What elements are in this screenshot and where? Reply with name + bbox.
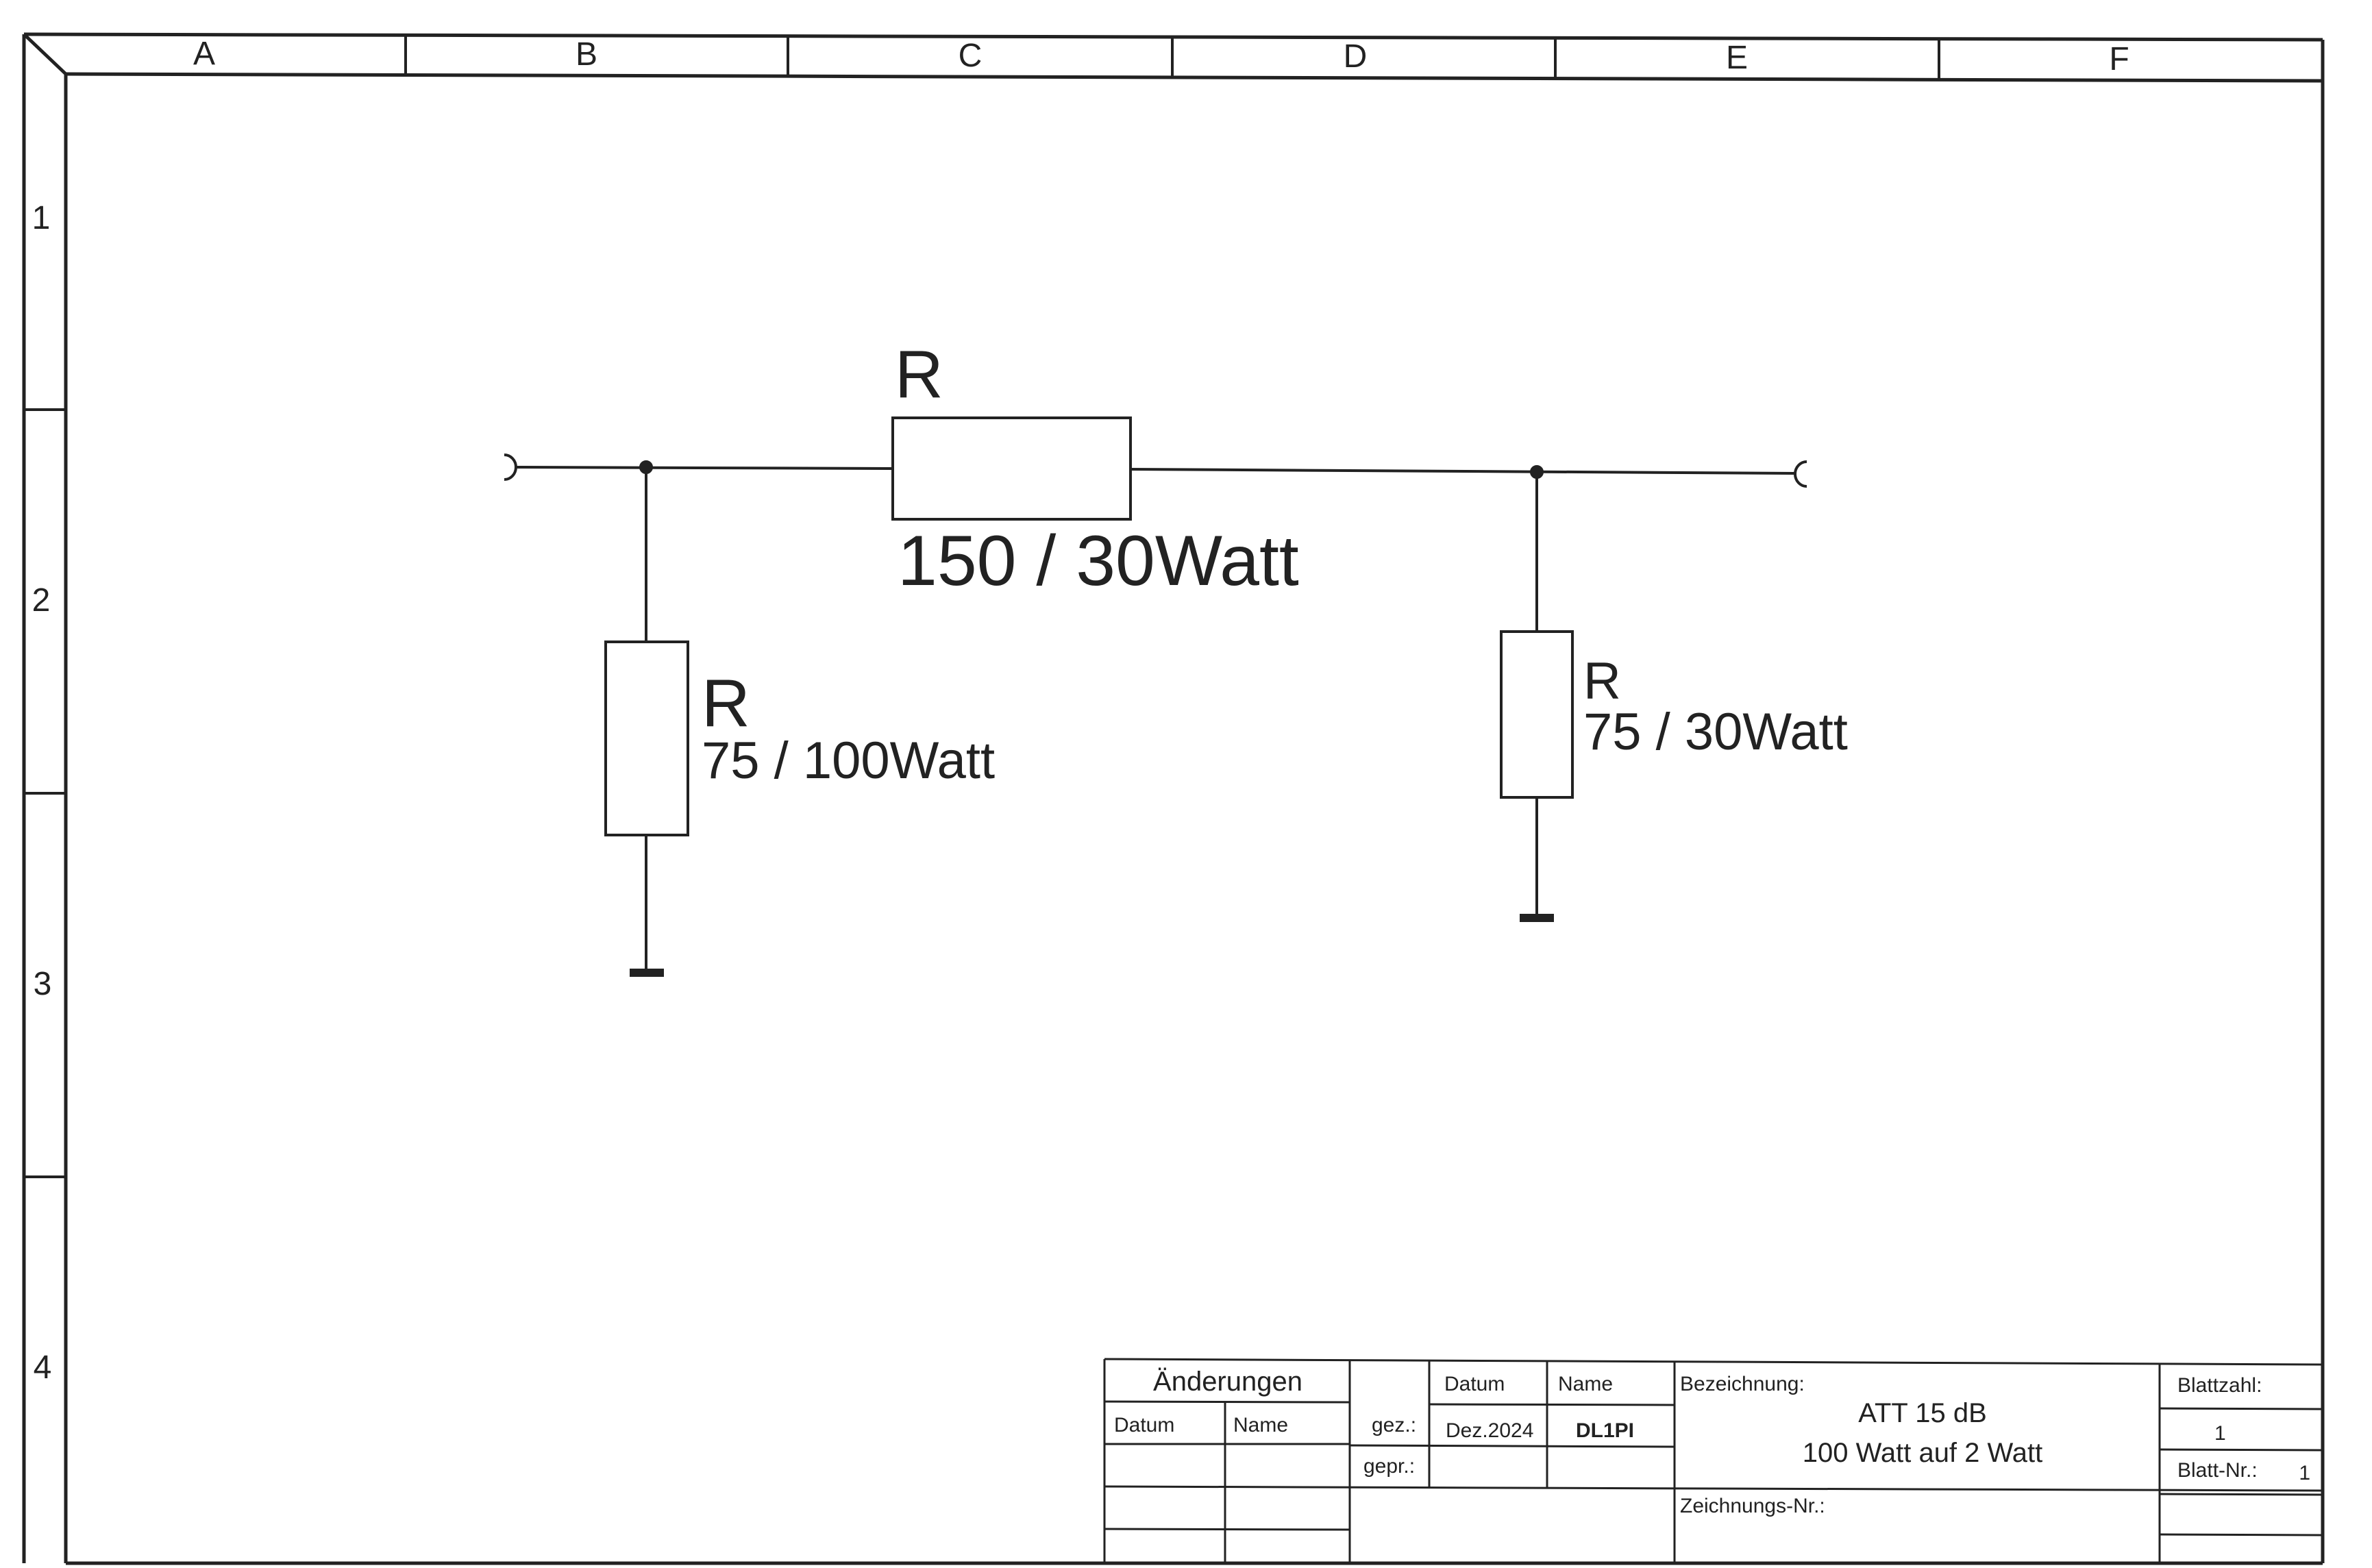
output-terminal <box>1794 460 1807 488</box>
tb-designation-line2: 100 Watt auf 2 Watt <box>1803 1438 2043 1468</box>
row-label-1: 1 <box>32 200 51 236</box>
left-shunt-name: R <box>702 665 750 741</box>
column-label-d: D <box>1344 38 1368 75</box>
right-shunt-resistor-body <box>1500 630 1574 799</box>
input-terminal <box>504 453 517 481</box>
tb-sheet-count-value: 1 <box>2214 1422 2226 1445</box>
tb-drawn-name: DL1PI <box>1576 1419 1634 1442</box>
drawing-frame <box>22 32 2325 1565</box>
tb-sheet-row3 <box>2159 1493 2323 1496</box>
row-label-3: 3 <box>34 966 52 1002</box>
tb-drawing-no-label: Zeichnungs-Nr.: <box>1680 1495 1825 1517</box>
tb-gez-gepr-divider <box>1349 1444 1675 1448</box>
wire-series-to-output <box>1130 468 1796 475</box>
tb-top-line <box>1104 1358 2323 1366</box>
tb-designation-line1: ATT 15 dB <box>1858 1398 1987 1428</box>
column-label-f: F <box>2109 41 2129 77</box>
frame-inner-top <box>65 72 2323 83</box>
row-label-4: 4 <box>34 1349 52 1386</box>
tb-sheet-row1 <box>2159 1407 2323 1410</box>
tb-name-label: Name <box>1558 1373 1613 1395</box>
row-label-2: 2 <box>32 582 51 619</box>
wire-input-to-series <box>515 466 893 470</box>
tb-header-bottom-mid <box>1429 1403 1675 1406</box>
tb-changes-name-label: Name <box>1233 1414 1288 1436</box>
right-shunt-value: 75 / 30Watt <box>1583 703 1848 761</box>
column-label-a: A <box>193 36 215 72</box>
left-ground-symbol <box>630 969 664 977</box>
tb-changes-header: Änderungen <box>1153 1367 1302 1397</box>
frame-corner-diagonal <box>23 33 67 75</box>
right-ground-symbol <box>1520 914 1554 922</box>
right-shunt-name: R <box>1583 652 1621 710</box>
tb-row3-line-left <box>1104 1485 2323 1492</box>
column-label-e: E <box>1726 40 1748 76</box>
tb-checked-label: gepr.: <box>1363 1455 1415 1478</box>
tb-changes-date-label: Datum <box>1114 1414 1174 1436</box>
tb-sheet-count-label: Blattzahl: <box>2177 1374 2262 1397</box>
tb-row4-line-left <box>1104 1528 1350 1531</box>
circuit <box>504 416 1807 977</box>
row-dividers <box>24 408 66 1178</box>
series-resistor-value: 150 / 30Watt <box>898 521 1299 601</box>
tb-designation-label: Bezeichnung: <box>1680 1373 1805 1395</box>
tb-drawn-date: Dez.2024 <box>1446 1419 1533 1442</box>
tb-sheet-row4 <box>2159 1533 2323 1536</box>
left-shunt-value: 75 / 100Watt <box>702 732 995 790</box>
column-label-b: B <box>576 36 597 73</box>
series-resistor-body <box>891 416 1132 521</box>
column-label-c: C <box>959 38 983 74</box>
tb-sheet-row2 <box>2159 1448 2323 1452</box>
left-shunt-resistor-body <box>604 640 689 836</box>
column-dividers <box>404 35 1940 79</box>
title-block-grid <box>1103 1358 2323 1563</box>
tb-sheet-no-label: Blatt-Nr.: <box>2177 1459 2258 1482</box>
tb-drawn-label: gez.: <box>1372 1414 1416 1436</box>
tb-sheet-no-value: 1 <box>2299 1462 2310 1484</box>
tb-date-label: Datum <box>1444 1373 1505 1395</box>
series-resistor-name: R <box>895 336 943 412</box>
